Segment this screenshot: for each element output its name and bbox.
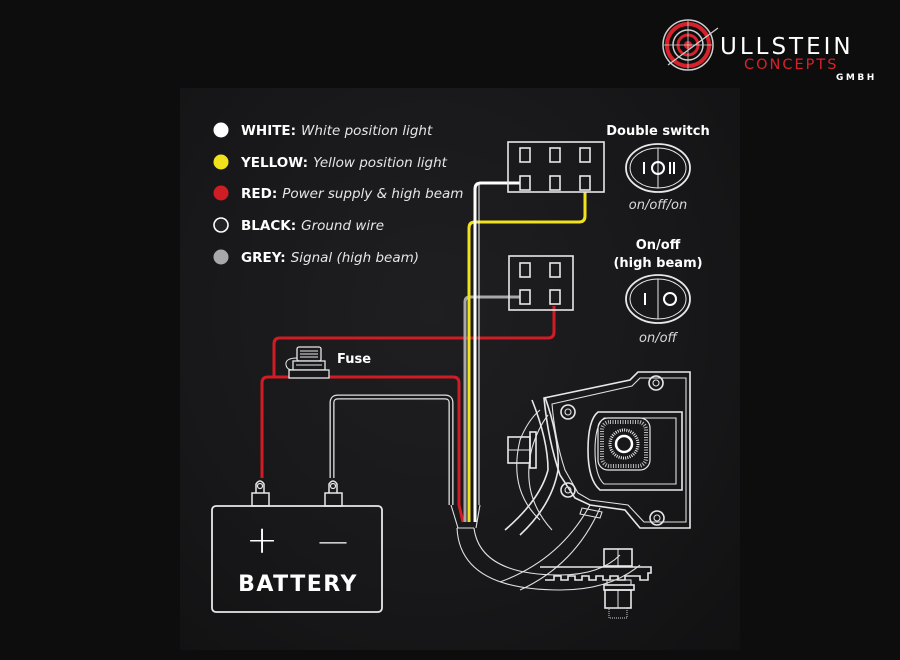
battery-minus-sign: — <box>318 524 348 559</box>
double-switch-icon <box>625 143 691 193</box>
battery-plus-sign: + <box>246 518 278 562</box>
mount-base <box>540 548 652 619</box>
side-bolt-icon <box>507 431 537 469</box>
legend-item-yellow: YELLOW: Yellow position light <box>213 154 448 171</box>
white-wire <box>473 181 520 522</box>
white-dot-icon <box>213 122 229 138</box>
logo-target-icon <box>662 19 719 71</box>
fuse-label: Fuse <box>337 352 371 367</box>
svg-text:BLACK:Ground wire: BLACK: Ground wire <box>241 218 384 234</box>
double-switch: Double switch on/off/on <box>606 124 709 213</box>
battery-body <box>211 505 383 613</box>
yellow-wire <box>467 192 587 522</box>
battery-negative-terminal <box>324 480 343 507</box>
legend-item-white: WHITE: White position light <box>213 122 433 139</box>
svg-text:RED:Power supply & high beam: RED: Power supply & high beam <box>241 186 463 202</box>
legend-key: BLACK: <box>241 218 296 234</box>
legend-key: YELLOW: <box>240 155 308 171</box>
legend-item-black: BLACK: Ground wire <box>213 217 384 234</box>
legend-desc: Signal (high beam) <box>291 250 419 266</box>
grey-signal-wire <box>463 295 520 522</box>
logo-line3: GMBH <box>836 73 877 83</box>
svg-text:GREY:Signal (high beam): GREY: Signal (high beam) <box>241 250 419 266</box>
double-switch-connector <box>507 141 605 193</box>
legend-item-grey: GREY: Signal (high beam) <box>213 249 419 266</box>
double-switch-title: Double switch <box>606 124 709 139</box>
battery: + — BATTERY <box>211 480 383 613</box>
ground-wire <box>329 394 454 505</box>
legend-desc: Yellow position light <box>313 155 448 171</box>
logo-line2: CONCEPTS <box>744 57 838 73</box>
red-dot-icon <box>213 185 229 201</box>
double-switch-subtitle: on/off/on <box>629 198 687 213</box>
led-icon <box>597 417 651 471</box>
red-power-wire <box>260 375 465 523</box>
screw-icon <box>649 510 665 526</box>
battery-label: BATTERY <box>238 572 358 597</box>
fuse-icon <box>285 346 330 379</box>
legend-key: RED: <box>241 186 277 202</box>
yellow-dot-icon <box>213 154 229 170</box>
black-dot-icon <box>213 217 229 233</box>
legend: WHITE: White position light YELLOW: Yellow… <box>213 122 463 266</box>
legend-desc: Power supply & high beam <box>282 186 463 202</box>
logo-line1: ULLSTEIN <box>720 34 854 60</box>
fuse: Fuse <box>285 346 371 379</box>
svg-text:WHITE:White position light: WHITE: White position light <box>241 123 433 139</box>
onoff-switch-subtitle: on/off <box>639 331 679 346</box>
onoff-switch-icon <box>625 274 691 324</box>
onoff-switch: On/off (high beam) on/off <box>613 238 702 346</box>
legend-key: WHITE: <box>241 123 296 139</box>
red-highbeam-wire <box>272 306 556 377</box>
svg-text:YELLOW:Yellow position light: YELLOW: Yellow position light <box>240 155 448 171</box>
legend-desc: White position light <box>301 123 433 139</box>
onoff-switch-title-line2: (high beam) <box>613 256 702 271</box>
company-logo: ULLSTEIN CONCEPTS GMBH <box>662 19 877 83</box>
screw-icon <box>648 375 664 391</box>
grey-dot-icon <box>213 249 229 265</box>
battery-positive-terminal <box>251 480 270 507</box>
cable-bundle <box>456 409 641 591</box>
onoff-switch-title-line1: On/off <box>636 238 681 253</box>
legend-key: GREY: <box>241 250 286 266</box>
onoff-switch-connector <box>508 255 574 311</box>
screw-icon <box>560 404 576 420</box>
screw-icon <box>560 482 576 498</box>
legend-desc: Ground wire <box>301 218 384 234</box>
legend-item-red: RED: Power supply & high beam <box>213 185 463 202</box>
wires <box>260 181 587 529</box>
work-light <box>504 371 691 619</box>
